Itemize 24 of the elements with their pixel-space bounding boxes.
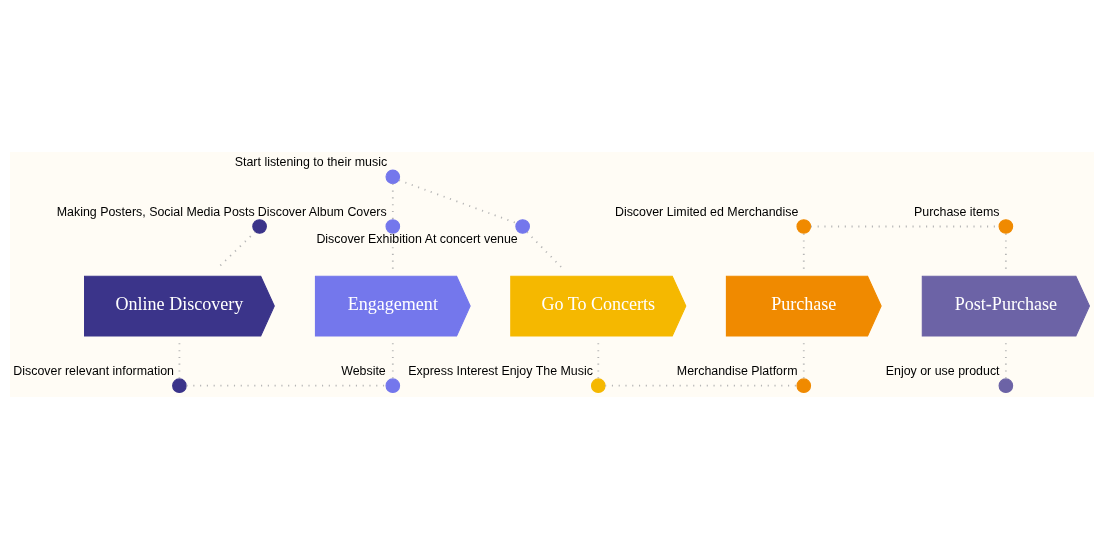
node-label: Discover Album Covers <box>257 204 387 219</box>
node-circle <box>998 218 1014 234</box>
node-label: Discover Limited ed Merchandise <box>614 204 799 219</box>
node-circle <box>172 377 187 393</box>
node-label: Discover relevant information <box>13 363 174 378</box>
node-label: Enjoy or use product <box>885 363 1000 378</box>
connector <box>526 230 565 270</box>
connector <box>398 178 518 224</box>
node-circle <box>515 218 530 234</box>
node-circle <box>796 218 812 234</box>
node-label: Website <box>341 363 386 378</box>
node-circle <box>590 377 606 393</box>
node-label: Start listening to their music <box>234 154 388 169</box>
node-circle <box>385 377 401 393</box>
node-label: Express Interest Enjoy The Music <box>408 363 593 378</box>
node-label: Discover Exhibition At concert venue <box>316 231 518 246</box>
node-circle <box>385 169 401 184</box>
node-circle <box>252 218 267 234</box>
node-label: Making Posters, Social Media Posts <box>56 204 255 219</box>
node-label: Purchase items <box>914 204 1000 219</box>
node-circle <box>796 377 812 393</box>
node-circle <box>998 377 1014 393</box>
node-circle <box>385 218 401 234</box>
node-label: Merchandise Platform <box>676 363 798 378</box>
